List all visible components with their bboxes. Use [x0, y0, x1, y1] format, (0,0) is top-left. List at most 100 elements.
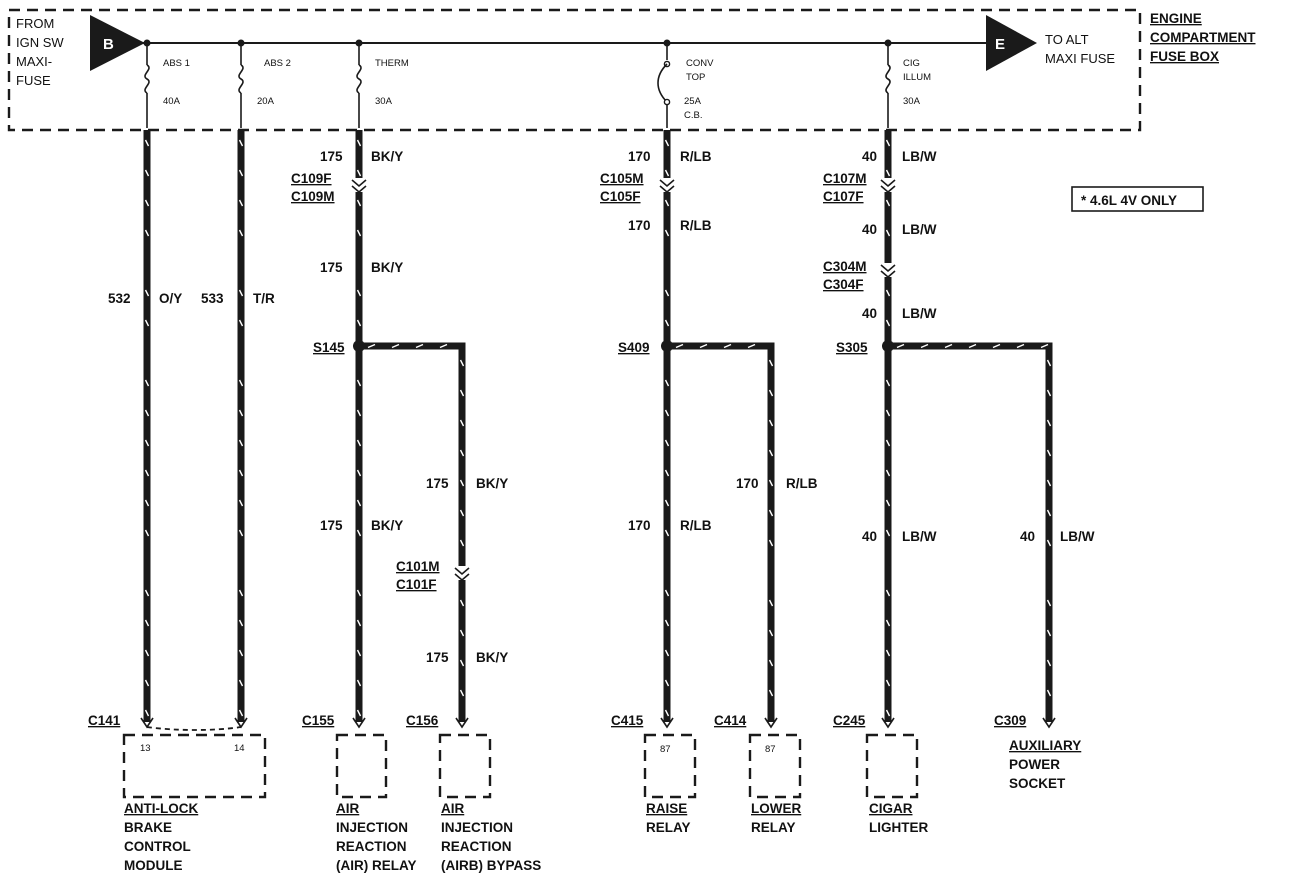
- wire-color: R/LB: [786, 476, 818, 491]
- wire-stripe: [144, 439, 150, 447]
- wire-stripe: [144, 649, 150, 657]
- component-name-line: INJECTION: [441, 820, 513, 835]
- component-raise-relay: C415 87 RAISE RELAY: [611, 713, 697, 835]
- wire-stripe: [885, 529, 891, 537]
- wire-stripe: [664, 289, 670, 297]
- wire-color: LB/W: [902, 529, 937, 544]
- wire-stripe: [664, 439, 670, 447]
- wire-stripe: [459, 599, 465, 607]
- wire-stripe: [144, 709, 150, 717]
- component-cigar-lighter: C245 CIGAR LIGHTER: [833, 713, 928, 835]
- wire-stripe: [144, 499, 150, 507]
- wire-color: BK/Y: [476, 650, 508, 665]
- connector-c309-label: C309: [994, 713, 1026, 728]
- wire-stripe: [238, 529, 244, 537]
- wire-stripe: [356, 289, 362, 297]
- wire-tick-marks: [144, 139, 1052, 717]
- component-abs-module: C141 13 14 ANTI-LOCK BRAKE CONTROL MODUL…: [88, 713, 267, 873]
- engine-note-text: * 4.6L 4V ONLY: [1081, 193, 1177, 208]
- component-name-line: RAISE: [646, 801, 687, 816]
- wire-stripe: [896, 343, 905, 349]
- wire-stripe: [768, 479, 774, 487]
- wire-stripe: [238, 229, 244, 237]
- component-name-line: LIGHTER: [869, 820, 928, 835]
- wire-color: BK/Y: [371, 260, 403, 275]
- wire-stripe: [356, 229, 362, 237]
- circuit-number: 170: [736, 476, 759, 491]
- wire-stripe: [1046, 509, 1052, 517]
- fuse-name: ABS 2: [264, 58, 291, 69]
- component-name-line: RELAY: [646, 820, 691, 835]
- wire-stripe: [723, 343, 732, 349]
- from-ign-sw-label: FROM IGN SW MAXI- FUSE: [16, 16, 64, 88]
- connector-c107f-label: C107F: [823, 189, 864, 204]
- circuit-number: 175: [426, 476, 449, 491]
- splice-s409-label: S409: [618, 340, 650, 355]
- fuse-box-title-line: FUSE BOX: [1150, 49, 1219, 64]
- connector-e-icon: [986, 15, 1037, 71]
- wire-stripe: [459, 479, 465, 487]
- component-name-line: INJECTION: [336, 820, 408, 835]
- wire-stripe: [415, 343, 424, 349]
- fuse-cig-illum: CIG ILLUM 30A: [884, 39, 931, 128]
- circuit-number: 40: [862, 149, 877, 164]
- wire-stripe: [1046, 629, 1052, 637]
- wire-170-branch: [667, 342, 775, 722]
- component-name-line: BRAKE: [124, 820, 172, 835]
- wire-stripe: [885, 379, 891, 387]
- fuse-name: ILLUM: [903, 72, 931, 83]
- fuse-rating: 25A: [684, 96, 702, 107]
- fuse-box-title: ENGINE COMPARTMENT FUSE BOX: [1150, 11, 1256, 64]
- wire-stripe: [238, 469, 244, 477]
- wire-stripe: [885, 649, 891, 657]
- wire-stripe: [356, 709, 362, 717]
- wire-color: O/Y: [159, 291, 182, 306]
- wire-stripe: [238, 289, 244, 297]
- wire-stripe: [1046, 479, 1052, 487]
- circuit-number: 170: [628, 518, 651, 533]
- wire-stripe: [664, 229, 670, 237]
- wire-stripe: [885, 469, 891, 477]
- circuit-number: 175: [320, 260, 343, 275]
- wires: [143, 130, 1053, 722]
- wire-stripe: [459, 659, 465, 667]
- fuse-name: ABS 1: [163, 58, 190, 69]
- component-lower-relay: C414 87 LOWER RELAY: [714, 713, 801, 835]
- from-label-line: IGN SW: [16, 35, 64, 50]
- wire-stripe: [664, 619, 670, 627]
- fuse-abs1: ABS 1 40A: [143, 39, 190, 128]
- wire-color: R/LB: [680, 218, 712, 233]
- wire-stripe: [885, 589, 891, 597]
- wire-stripe: [768, 659, 774, 667]
- wire-stripe: [144, 229, 150, 237]
- connector-c101-icon: [453, 566, 471, 582]
- wire-stripe: [459, 359, 465, 367]
- connector-c109-icon: [350, 178, 368, 194]
- circuit-number: 40: [862, 306, 877, 321]
- wire-stripe: [885, 709, 891, 717]
- wire-stripe: [664, 679, 670, 687]
- wire-stripe: [459, 539, 465, 547]
- wire-stripe: [768, 629, 774, 637]
- wire-stripe: [664, 469, 670, 477]
- wire-175-branch: [359, 342, 466, 722]
- component-name-line: AIR: [336, 801, 360, 816]
- circuit-number: 170: [628, 149, 651, 164]
- wire-stripe: [885, 139, 891, 147]
- wire-stripe: [664, 199, 670, 207]
- fuse-rating: 30A: [375, 96, 393, 107]
- wire-color: R/LB: [680, 149, 712, 164]
- connector-c245-label: C245: [833, 713, 866, 728]
- wire-stripe: [1040, 343, 1049, 349]
- wire-stripe: [885, 619, 891, 627]
- wire-stripe: [664, 379, 670, 387]
- wire-stripe: [356, 469, 362, 477]
- circuit-number: 170: [628, 218, 651, 233]
- wire-stripe: [238, 139, 244, 147]
- component-name-line: LOWER: [751, 801, 801, 816]
- fuse-box-title-line: ENGINE: [1150, 11, 1202, 26]
- wire-stripe: [699, 343, 708, 349]
- wire-stripe: [885, 409, 891, 417]
- wire-stripe: [885, 199, 891, 207]
